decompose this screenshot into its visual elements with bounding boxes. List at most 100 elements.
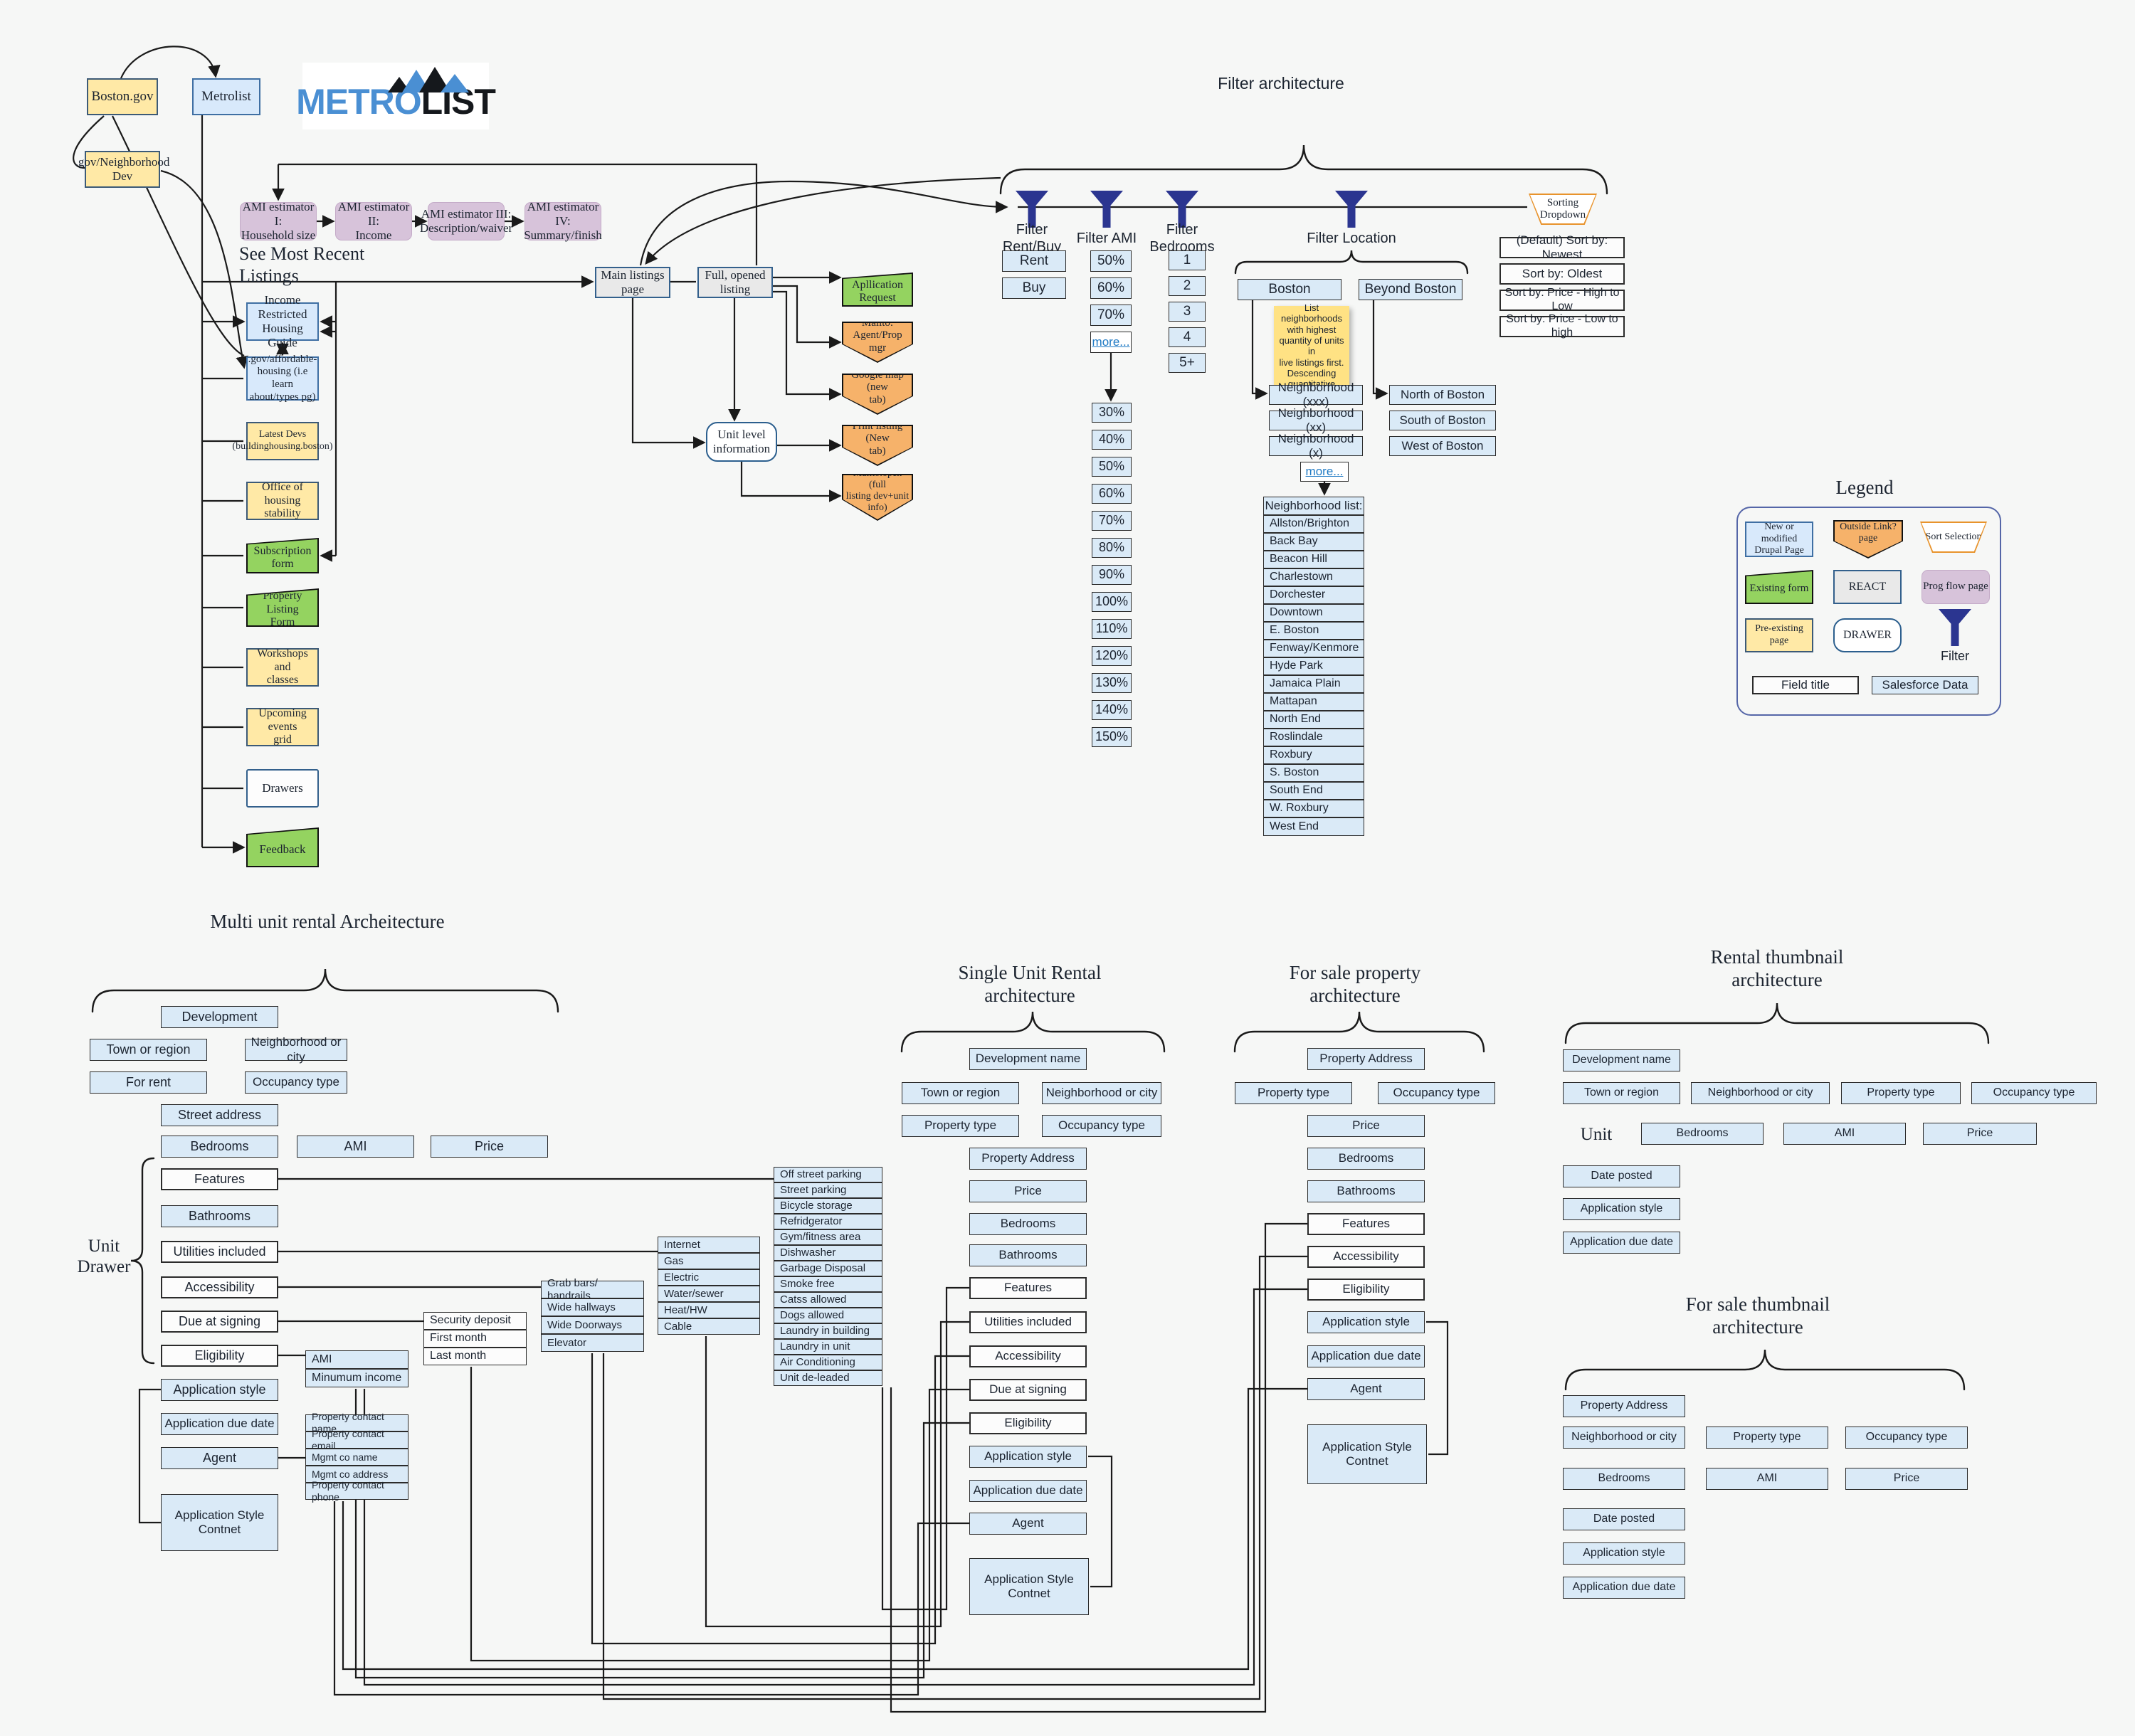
edge-0 [120, 46, 221, 79]
ami-estimator-2: AMI estimator II: Income [335, 200, 412, 242]
fs-accessibility: Accessibility [1307, 1246, 1425, 1268]
nb-fenway: Fenway/Kenmore [1263, 640, 1364, 657]
unit-drawer-label: Unit Drawer [77, 1236, 131, 1277]
ami-estimator-4: AMI estimator IV: Summary/finish [524, 199, 602, 243]
rt-date-posted: Date posted [1563, 1165, 1680, 1187]
brace-2 [91, 968, 559, 1013]
office-of-housing-stability: Office of housing stability [246, 481, 319, 520]
filter-buy: Buy [1002, 277, 1066, 299]
edge-47 [138, 1388, 161, 1524]
legend-container [1736, 507, 2001, 716]
feat-gym-fitness: Gym/fitness area [774, 1229, 882, 1245]
su-price: Price [969, 1180, 1087, 1202]
nb-downtown: Downtown [1263, 604, 1364, 622]
nb-charlestown: Charlestown [1263, 568, 1364, 586]
mailto-open-full-listing-label: Mailto:open (full listing dev+unit info) [843, 475, 912, 519]
neighborhood-more-link-label: more... [1305, 464, 1344, 478]
fs-agent: Agent [1307, 1378, 1425, 1400]
agent-mgmt-co-address: Mgmt co address [305, 1466, 408, 1483]
ami-estimator-1: AMI estimator I: Household size [240, 199, 317, 243]
nb-eboston: E. Boston [1263, 622, 1364, 640]
fs-application-style-content: Application Style Contnet [1307, 1424, 1427, 1484]
agent-property-contact-phone: Property contact phone [305, 1479, 408, 1503]
rt-property-type: Property type [1841, 1082, 1961, 1104]
boston-gov: Boston.gov [87, 78, 158, 115]
filter-bedrooms-label: Filter Bedrooms [1149, 222, 1215, 255]
sort-price-high-low: Sort by: Price - High to Low [1499, 287, 1625, 312]
nb-roxbury: Roxbury [1263, 746, 1364, 764]
property-listing-form: Property Listing Form [246, 588, 319, 627]
legend-sort-selection: Sort Selection [1920, 522, 1987, 553]
brace-6 [1564, 1349, 1966, 1391]
filter-rentbuy-label: Filter Rent/Buy [1002, 222, 1062, 255]
su-property-type: Property type [902, 1115, 1019, 1137]
rt-bedrooms: Bedrooms [1641, 1123, 1764, 1145]
filter-bed-4: 4 [1169, 327, 1206, 347]
su-bathrooms: Bathrooms [969, 1244, 1087, 1266]
mu-accessibility: Accessibility [161, 1276, 278, 1298]
edge-50 [881, 1286, 969, 1611]
print-listing-new-tab-label: Print listing (New tab) [843, 426, 912, 465]
sort-price-low-high: Sort by: Price - Low to high [1499, 313, 1625, 339]
mu-for-rent: For rent [90, 1071, 207, 1094]
print-listing-new-tab: Print listing (New tab) [842, 425, 913, 466]
metrolist: Metrolist [192, 78, 260, 115]
mu-bedrooms: Bedrooms [161, 1136, 278, 1158]
feat-garbage-disposal: Garbage Disposal [774, 1261, 882, 1276]
main-listings-page: Main listings page [595, 267, 670, 298]
mu-neighborhood-or-city: Neighborhood or city [245, 1035, 347, 1064]
legend-prog-flow: Prog flow page [1922, 570, 1990, 604]
acc-elevator: Elevator [541, 1334, 644, 1352]
nb-backbay: Back Bay [1263, 533, 1364, 551]
filter-ami-40b: 40% [1092, 430, 1132, 450]
nb-northend: North End [1263, 711, 1364, 729]
filter-ami-140b: 140% [1092, 700, 1132, 720]
fs-bathrooms: Bathrooms [1307, 1180, 1425, 1202]
util-internet: Internet [658, 1237, 760, 1253]
edge-52 [591, 1353, 969, 1645]
rental-thumb-title: Rental thumbnail architecture [1710, 946, 1844, 990]
nb-westend: West End [1263, 817, 1364, 836]
fs-property-type: Property type [1235, 1082, 1352, 1104]
feat-dishwasher: Dishwasher [774, 1245, 882, 1261]
mu-development: Development [161, 1006, 278, 1028]
single-unit-title: Single Unit Rental architecture [958, 962, 1102, 1006]
edge-54 [354, 1389, 969, 1679]
su-accessibility: Accessibility [969, 1345, 1087, 1367]
sort-oldest: Sort by: Oldest [1499, 263, 1625, 285]
agent-mgmt-co-name: Mgmt co name [305, 1449, 408, 1466]
nb-allston: Allston/Brighton [1263, 515, 1364, 533]
legend-title: Legend [1835, 477, 1894, 499]
edge-24 [773, 285, 842, 349]
edge-30 [639, 180, 1008, 266]
neighborhood-x: Neighborhood (x) [1269, 432, 1363, 460]
feat-cats-allowed: Catss allowed [774, 1292, 882, 1308]
util-gas: Gas [658, 1253, 760, 1269]
util-heat-hw: Heat/HW [658, 1302, 760, 1318]
brace-0 [999, 144, 1608, 195]
google-map-new-tab-label: Google map (new tab) [843, 375, 912, 413]
util-cable: Cable [658, 1318, 760, 1335]
filter-ami-50: 50% [1090, 250, 1132, 272]
for-sale-title: For sale property architecture [1289, 962, 1421, 1006]
fs-application-due-date: Application due date [1307, 1345, 1425, 1367]
filter-ami-120b: 120% [1092, 646, 1132, 666]
multi-unit-title: Multi unit rental Archeitecture [210, 911, 445, 933]
edge-25 [773, 290, 842, 401]
su-application-style: Application style [969, 1446, 1087, 1468]
filter-bed-5plus: 5+ [1169, 353, 1206, 373]
rt-price: Price [1923, 1123, 2037, 1145]
su-application-due-date: Application due date [969, 1480, 1087, 1502]
su-occupancy-type: Occupancy type [1042, 1115, 1161, 1137]
subscription-form-label: Subscription form [248, 539, 317, 572]
feedback-label: Feedback [248, 829, 317, 866]
mu-occupancy-type: Occupancy type [245, 1071, 347, 1094]
edge-55 [333, 1501, 969, 1696]
full-opened-listing: Full, opened listing [697, 267, 773, 298]
fst-title: For sale thumbnail architecture [1685, 1293, 1830, 1338]
su-utilities-included: Utilities included [969, 1311, 1087, 1333]
ft-neighborhood-or-city: Neighborhood or city [1563, 1427, 1685, 1449]
mailto-open-full-listing: Mailto:open (full listing dev+unit info) [842, 474, 913, 521]
sorting-dropdown-label: Sorting Dropdown [1530, 195, 1596, 223]
filter-ami-more-link-label: more... [1092, 334, 1130, 349]
